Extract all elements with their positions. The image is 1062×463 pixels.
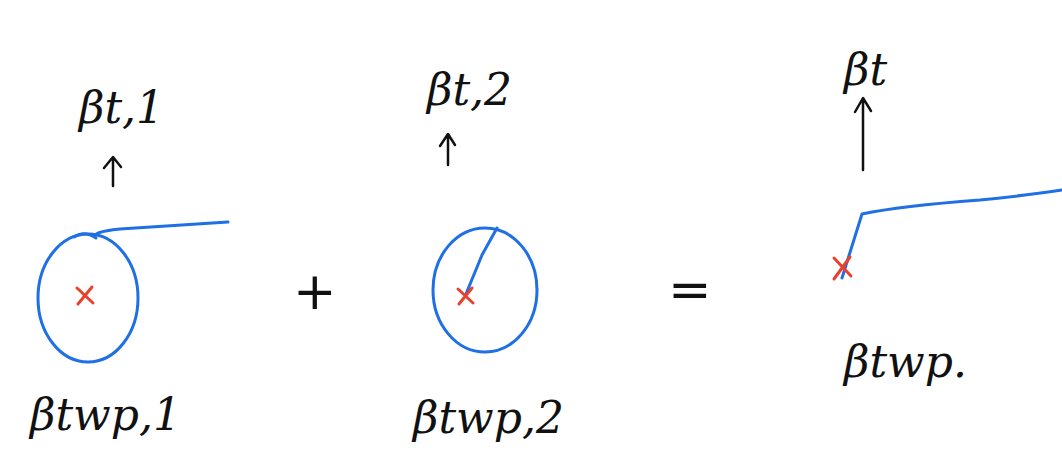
line <box>466 228 497 294</box>
up-arrow <box>855 98 871 170</box>
line <box>842 190 1062 278</box>
symbol-label: βtwp,1 <box>30 391 181 439</box>
symbol-label: βt,2 <box>427 66 512 114</box>
cross-mark <box>77 287 93 304</box>
symbol-label: βt <box>844 46 887 94</box>
circle <box>38 234 138 362</box>
symbol-label: βtwp,2 <box>413 394 564 442</box>
operator-sign: = <box>668 261 712 318</box>
symbol-label: βt,1 <box>79 84 164 132</box>
cross-mark <box>458 288 473 304</box>
symbol-label: βtwp. <box>844 338 967 386</box>
up-arrow <box>440 134 455 165</box>
up-arrow <box>104 157 121 186</box>
cross-mark <box>834 257 851 279</box>
circle <box>433 228 537 352</box>
operator-sign: + <box>293 263 337 320</box>
line <box>74 222 228 238</box>
